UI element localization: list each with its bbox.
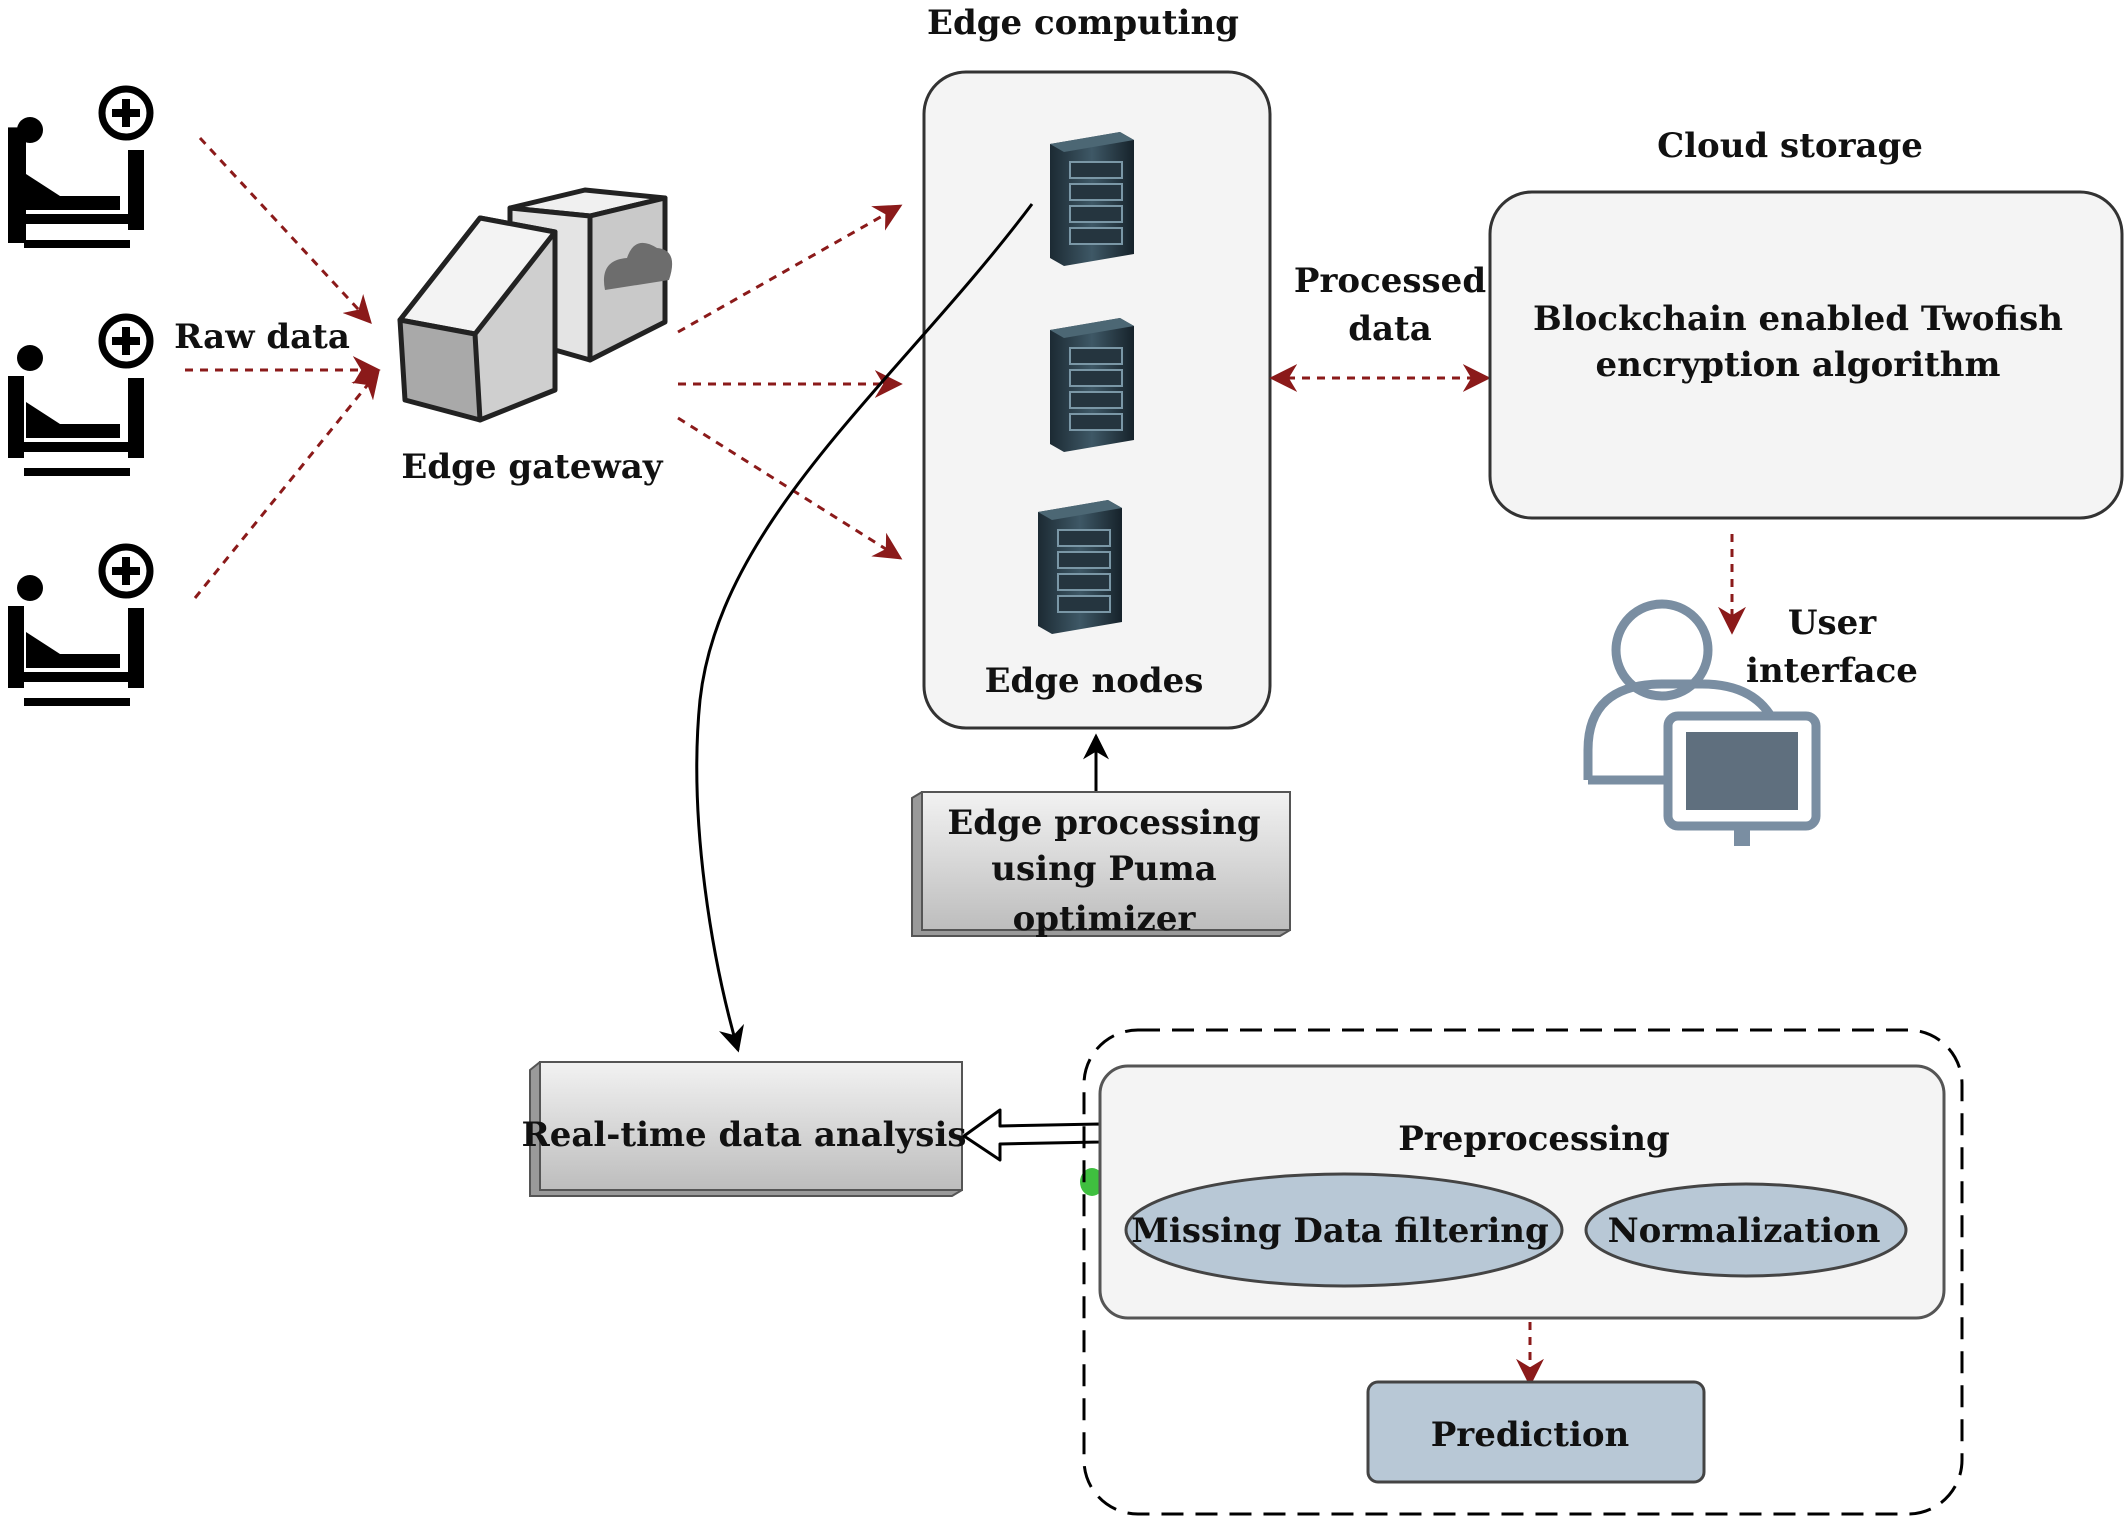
user-computer-icon xyxy=(1583,599,1821,846)
server-rack-icon xyxy=(1050,318,1134,452)
patient-bed-icon xyxy=(8,543,154,706)
realtime-analysis-box xyxy=(529,1061,963,1197)
cloud-storage-title: Cloud storage xyxy=(1657,126,1923,166)
cloud-storage-panel xyxy=(1488,190,2124,520)
edge-processing-line2: using Puma xyxy=(991,849,1216,889)
server-rack-icon xyxy=(1050,132,1134,266)
edge-processing-line1: Edge processing xyxy=(947,803,1260,843)
preprocessing-group xyxy=(1082,1028,1964,1516)
missing-data-filtering-ellipse xyxy=(1124,1172,1564,1288)
raw-data-label: Raw data xyxy=(174,317,350,357)
processed-data-label-line1: Processed xyxy=(1294,261,1486,301)
user-interface-label-line1: User xyxy=(1788,603,1877,643)
patient-bed-icon xyxy=(8,313,154,476)
cloud-box-text-line1: Blockchain enabled Twofish xyxy=(1533,299,2063,339)
preprocessing-to-analysis-arrow xyxy=(962,1108,1102,1162)
realtime-analysis-label: Real-time data analysis xyxy=(521,1115,966,1155)
patient-bed-icon xyxy=(8,85,154,248)
edge-computing-title: Edge computing xyxy=(927,3,1239,43)
missing-data-filtering-label: Missing Data filtering xyxy=(1131,1211,1548,1251)
edge-gateway-label: Edge gateway xyxy=(401,447,663,487)
gateway-to-edge-arrows xyxy=(677,204,903,560)
edge-gateway-icon xyxy=(397,187,673,423)
user-interface-label-line2: interface xyxy=(1746,651,1918,691)
edge-processing-box xyxy=(911,791,1291,937)
connector-dot xyxy=(1080,1168,1104,1196)
raw-data-arrows xyxy=(185,136,381,599)
server-rack-icon xyxy=(1038,500,1122,634)
normalization-label: Normalization xyxy=(1608,1211,1881,1251)
edge-to-analysis-curve xyxy=(695,203,1034,1053)
normalization-ellipse xyxy=(1584,1182,1908,1278)
preprocessing-title: Preprocessing xyxy=(1398,1119,1670,1159)
edge-nodes-label: Edge nodes xyxy=(985,661,1204,701)
prediction-label: Prediction xyxy=(1431,1415,1630,1455)
processed-data-label-line2: data xyxy=(1348,309,1432,349)
edge-processing-line3: optimizer xyxy=(1013,899,1197,939)
cloud-box-text-line2: encryption algorithm xyxy=(1596,345,2001,385)
prediction-box xyxy=(1366,1380,1706,1484)
